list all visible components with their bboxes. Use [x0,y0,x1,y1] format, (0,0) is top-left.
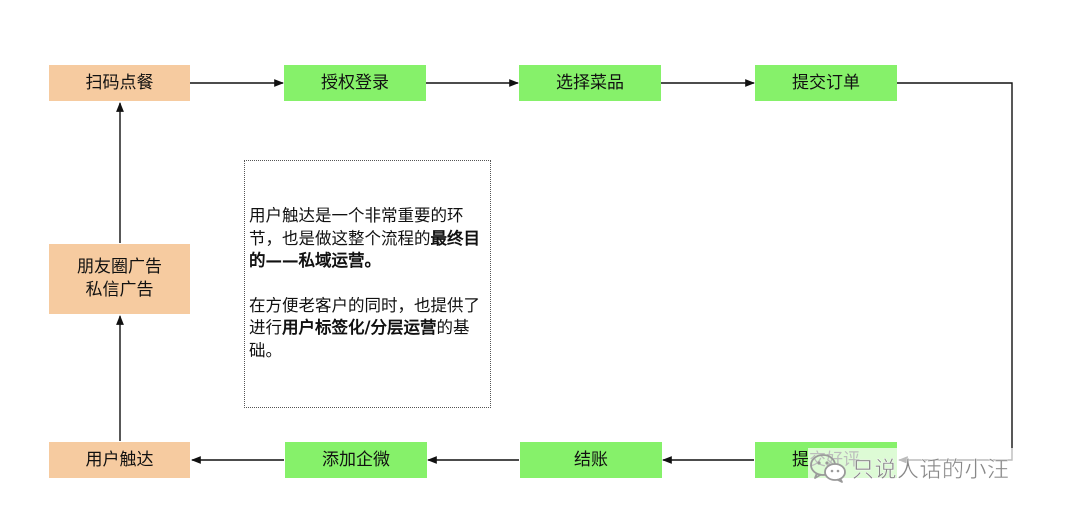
node-user-reach: 用户触达 [49,442,190,478]
watermark-text: 只说人话的小汪 [852,458,1010,483]
node-scan-order: 扫码点餐 [49,65,190,101]
node-submit-order: 提交订单 [755,65,897,101]
node-ads-line1: 朋友圈广告 [77,257,162,277]
node-select-dishes: 选择菜品 [519,65,661,101]
note-paragraph-2: 在方便老客户的同时，也提供了进行用户标签化/分层运营的基础。 [249,295,486,363]
node-ads-line2: 私信广告 [85,280,154,300]
node-user-reach-label: 用户触达 [85,449,154,470]
node-add-wecom-label: 添加企微 [322,449,390,470]
note-paragraph-1: 用户触达是一个非常重要的环节，也是做这整个流程的最终目的——私域运营。 [249,205,486,273]
node-add-wecom: 添加企微 [285,442,427,478]
node-submit-order-label: 提交订单 [792,72,860,93]
note-p1-text: 用户触达是一个非常重要的环节，也是做这整个流程的 [249,206,464,248]
node-scan-order-label: 扫码点餐 [85,72,154,93]
wechat-official-account-icon [810,454,846,483]
node-ads: 朋友圈广告 私信广告 [49,244,190,314]
node-select-dishes-label: 选择菜品 [556,72,624,93]
node-authorize-login-label: 授权登录 [321,72,389,93]
note-p2-bold: 用户标签化/分层运营 [282,318,437,337]
note-box: 用户触达是一个非常重要的环节，也是做这整个流程的最终目的——私域运营。 在方便老… [244,160,491,408]
node-checkout: 结账 [520,442,662,478]
note-p2-text: 在方便老客户的同时，也提供了进行 [249,295,480,338]
node-checkout-label: 结账 [574,449,608,470]
edge-submit-to-review [897,82,1013,464]
watermark: 只说人话的小汪 [808,448,1014,488]
note-p1-bold: 最终目的——私域运营。 [249,228,480,271]
note-p2-tail: 的基础。 [249,318,470,360]
node-authorize-login: 授权登录 [284,65,426,101]
